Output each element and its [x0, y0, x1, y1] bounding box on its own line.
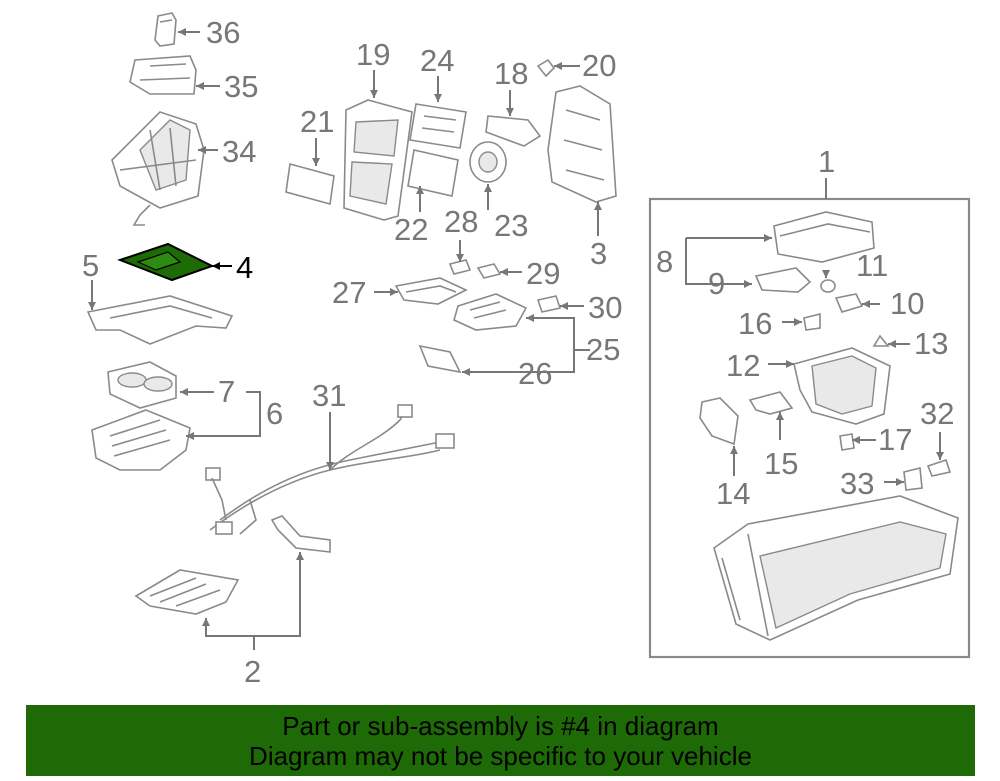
part-28-clip[interactable] — [448, 259, 472, 275]
callout-25[interactable]: 25 — [586, 332, 620, 367]
callout-24[interactable]: 24 — [420, 43, 454, 78]
arrow-heads — [88, 28, 944, 626]
banner-line-2: Diagram may not be specific to your vehi… — [249, 741, 752, 771]
info-banner: Part or sub-assembly is #4 in diagram Di… — [26, 705, 975, 776]
callout-1[interactable]: 1 — [818, 144, 835, 179]
callout-36[interactable]: 36 — [206, 15, 240, 50]
part-13-cap[interactable] — [872, 334, 890, 347]
callout-15[interactable]: 15 — [764, 446, 798, 481]
callout-8[interactable]: 8 — [656, 244, 673, 279]
part-9-latch[interactable] — [754, 267, 812, 293]
part-5-console-panel[interactable] — [86, 295, 234, 345]
part-18-switch[interactable] — [485, 115, 542, 147]
part-31-wiring-harness[interactable] — [205, 404, 455, 535]
part-33-clip[interactable] — [903, 466, 923, 491]
part-8-armrest-lid[interactable] — [773, 211, 875, 263]
part-7-cup-holder[interactable] — [107, 361, 177, 409]
part-32-clip[interactable] — [926, 458, 952, 477]
callout-14[interactable]: 14 — [716, 476, 750, 511]
callout-7[interactable]: 7 — [218, 374, 235, 409]
callout-26[interactable]: 26 — [518, 356, 552, 391]
part-26-pad[interactable] — [418, 344, 462, 374]
part-3-bracket[interactable] — [547, 85, 617, 203]
part-27-tray[interactable] — [394, 277, 468, 305]
part-15-bracket[interactable] — [748, 391, 794, 415]
part-22-module[interactable] — [407, 149, 459, 197]
callout-23[interactable]: 23 — [494, 208, 528, 243]
part-36-shift-knob[interactable] — [154, 12, 177, 47]
callout-3[interactable]: 3 — [590, 236, 607, 271]
callout-22[interactable]: 22 — [394, 212, 428, 247]
banner-line-1: Part or sub-assembly is #4 in diagram — [282, 711, 719, 741]
console-body[interactable] — [713, 495, 959, 641]
callout-19[interactable]: 19 — [356, 37, 390, 72]
part-30-plug[interactable] — [536, 295, 562, 313]
part-25-bracket[interactable] — [453, 293, 528, 331]
callout-29[interactable]: 29 — [526, 256, 560, 291]
callout-6[interactable]: 6 — [266, 396, 283, 431]
part-21-pad[interactable] — [285, 162, 335, 206]
callout-34[interactable]: 34 — [222, 134, 256, 169]
part-6-cup-holder-housing[interactable] — [91, 409, 191, 471]
callout-18[interactable]: 18 — [494, 56, 528, 91]
part-24-control-panel[interactable] — [409, 103, 467, 149]
callout-31[interactable]: 31 — [312, 378, 346, 413]
callout-13[interactable]: 13 — [914, 326, 948, 361]
callout-33[interactable]: 33 — [840, 466, 874, 501]
callout-2[interactable]: 2 — [244, 654, 261, 689]
part-35-shift-boot[interactable] — [129, 55, 197, 95]
callout-11[interactable]: 11 — [856, 248, 888, 283]
part-20-clip[interactable] — [536, 58, 556, 78]
callout-28[interactable]: 28 — [444, 204, 478, 239]
part-17-plug[interactable] — [839, 433, 855, 451]
part-23-speaker[interactable] — [469, 141, 507, 183]
part-19-bezel[interactable] — [343, 99, 413, 221]
callout-10[interactable]: 10 — [890, 286, 924, 321]
callout-20[interactable]: 20 — [582, 48, 616, 83]
parts-diagram: 36 35 34 4 5 7 6 2 31 19 21 24 22 23 18 … — [82, 12, 971, 689]
callout-9[interactable]: 9 — [708, 266, 725, 301]
part-10-hinge[interactable] — [834, 293, 864, 313]
callout-17[interactable]: 17 — [878, 422, 912, 457]
part-4-trim-plate-highlighted[interactable] — [117, 242, 215, 282]
callout-4[interactable]: 4 — [236, 250, 253, 285]
callout-5[interactable]: 5 — [82, 248, 99, 283]
callout-labels: 36 35 34 4 5 7 6 2 31 19 21 24 22 23 18 … — [82, 15, 954, 689]
part-14-bracket[interactable] — [699, 397, 739, 446]
group-1-box — [648, 197, 971, 659]
part-34-shifter-assembly[interactable] — [111, 111, 205, 226]
callout-27[interactable]: 27 — [332, 275, 366, 310]
part-16-clip[interactable] — [803, 312, 821, 331]
part-11-bumper[interactable] — [820, 279, 836, 293]
callout-30[interactable]: 30 — [588, 290, 622, 325]
callout-12[interactable]: 12 — [726, 348, 760, 383]
part-12-storage-bin[interactable] — [793, 347, 891, 425]
callout-21[interactable]: 21 — [300, 104, 334, 139]
callout-32[interactable]: 32 — [920, 396, 954, 431]
callout-35[interactable]: 35 — [224, 69, 258, 104]
part-29-clip[interactable] — [476, 263, 502, 279]
part-2-bracket[interactable] — [134, 515, 331, 615]
callout-16[interactable]: 16 — [738, 306, 772, 341]
